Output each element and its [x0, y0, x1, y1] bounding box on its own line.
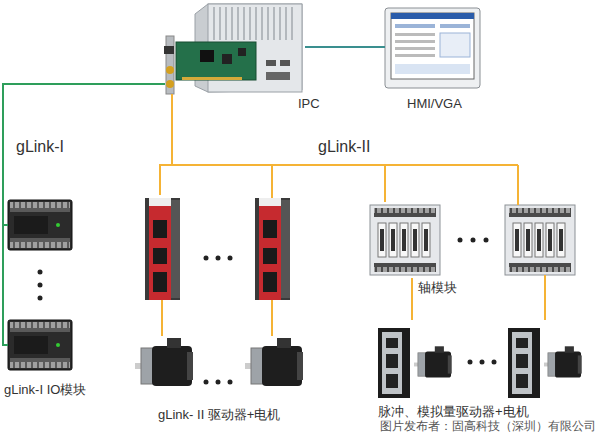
pulse-drive-illustration [378, 328, 582, 398]
node-label: HMI/VGA [407, 96, 462, 111]
hmi-illustration [385, 8, 480, 88]
axis-module-illustration [370, 205, 575, 275]
node-label: gLink-I IO模块 [4, 382, 86, 397]
bus-connector [3, 84, 165, 225]
bus-name: gLink-II [316, 138, 372, 156]
node-label: gLink- II 驱动器+电机 [158, 407, 280, 422]
io-module-group: gLink-I IO模块 [8, 198, 74, 374]
node-label: 轴模块 [418, 280, 457, 295]
drive-group: gLink- II 驱动器+电机 [132, 195, 312, 405]
hmi-box: HMI/VGA [385, 8, 480, 88]
bus-connector [305, 46, 385, 48]
bus-connector [411, 278, 413, 320]
ipc-illustration [164, 4, 302, 94]
bus-connector [160, 94, 172, 195]
watermark: 图片发布者：固高科技（深圳）有限公司 [380, 420, 596, 433]
bus-connector [172, 94, 385, 202]
io-module-illustration [8, 200, 72, 370]
node-label: IPC [298, 96, 320, 111]
ipc-box: IPC [165, 2, 305, 94]
bus-name: gLink-I [14, 138, 66, 156]
drive-illustration [135, 198, 303, 386]
bus-wires [3, 165, 545, 345]
node-label: 脉冲、模拟量驱动器+电机 [378, 404, 529, 419]
axis-module-group: 轴模块 [368, 202, 580, 278]
pulse-drive-group: 脉冲、模拟量驱动器+电机 [372, 320, 588, 402]
